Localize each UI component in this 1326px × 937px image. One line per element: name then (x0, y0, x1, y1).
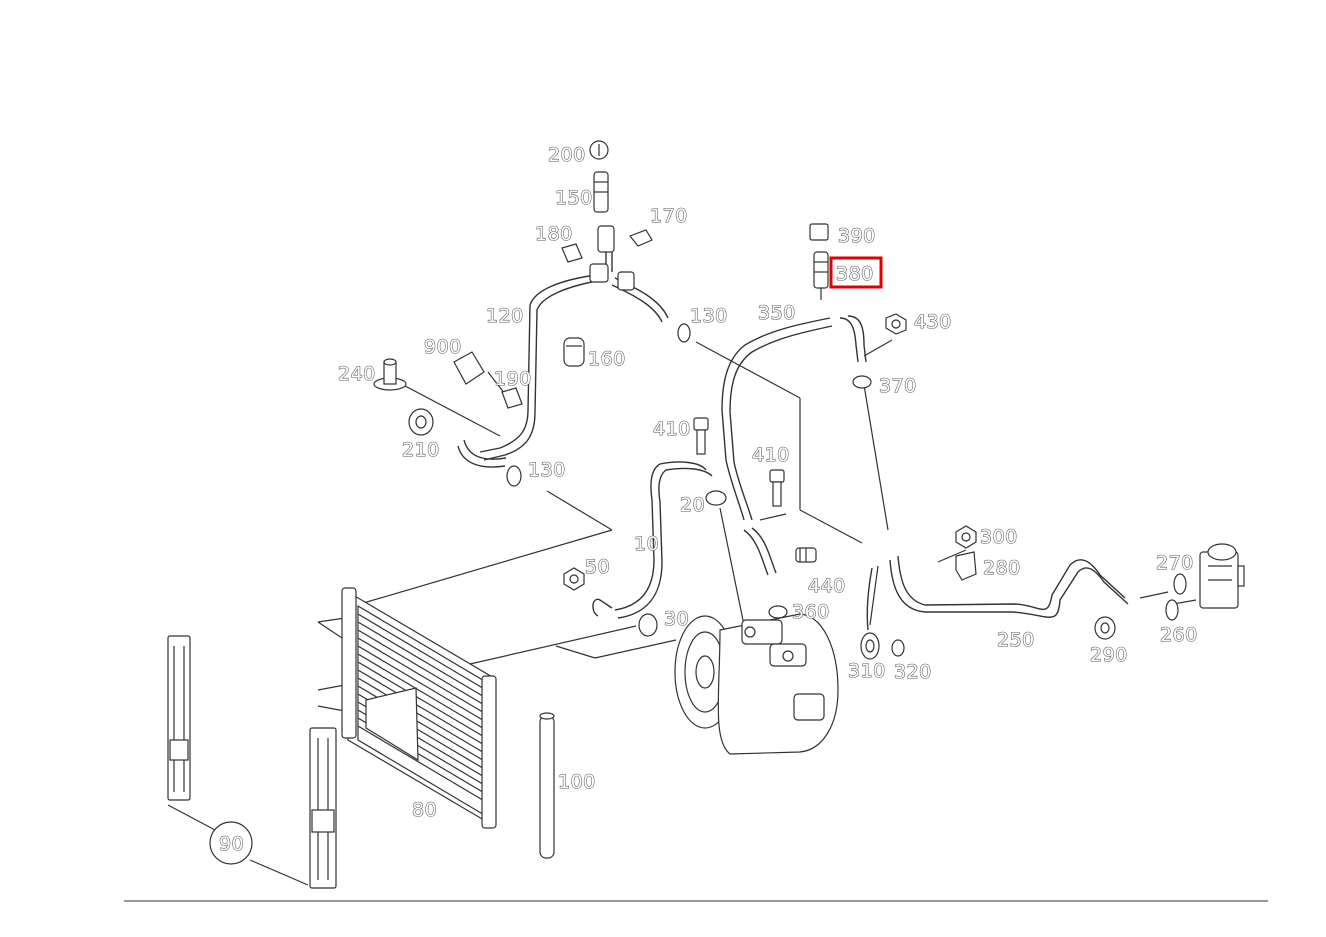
label-270: 270 (1156, 552, 1194, 574)
label-290: 290 (1090, 644, 1128, 666)
part-130-oring-left (506, 465, 522, 487)
part-320-oring (891, 639, 905, 657)
part-370-oring (852, 375, 872, 389)
part-210-grommet (408, 408, 434, 436)
label-320: 320 (894, 661, 932, 683)
label-360: 360 (792, 601, 830, 623)
label-50: 50 (585, 556, 610, 578)
label-20: 20 (680, 494, 705, 516)
part-180-clip (561, 243, 583, 263)
label-370: 370 (879, 375, 917, 397)
label-100: 100 (558, 771, 596, 793)
part-90-bracket-right (309, 727, 337, 889)
label-80: 80 (412, 799, 437, 821)
part-300-nut (955, 525, 977, 549)
label-300: 300 (980, 526, 1018, 548)
label-310: 310 (848, 660, 886, 682)
label-160: 160 (588, 348, 626, 370)
part-410-bolt-a (693, 417, 709, 455)
label-390: 390 (838, 225, 876, 247)
part-20-oring (705, 490, 727, 506)
part-310-grommet (860, 632, 880, 660)
label-240: 240 (338, 363, 376, 385)
label-410-a: 410 (653, 418, 691, 440)
parts (167, 140, 1245, 889)
label-30: 30 (664, 608, 689, 630)
part-90-callout-circle (209, 821, 253, 865)
part-280-bracket (955, 551, 977, 581)
part-440-screw (795, 547, 817, 563)
part-260-oring (1165, 599, 1179, 621)
refrigerant-hoses (457, 250, 1129, 631)
label-210: 210 (402, 439, 440, 461)
part-380-sensor (813, 251, 829, 300)
part-270-oring (1173, 573, 1187, 595)
part-170-clip (629, 229, 653, 247)
leader-lines (167, 339, 1197, 886)
part-50-nut (563, 567, 585, 591)
ac-compressor (674, 613, 839, 755)
label-260: 260 (1160, 624, 1198, 646)
label-10: 10 (634, 533, 659, 555)
label-900: 900 (424, 336, 462, 358)
label-440: 440 (808, 575, 846, 597)
part-190-clip (501, 387, 523, 409)
part-430-nut (885, 313, 907, 335)
label-120: 120 (486, 305, 524, 327)
label-380: 380 (836, 263, 874, 285)
part-30-oring (638, 613, 658, 637)
part-160-sleeve (563, 337, 585, 367)
part-410-bolt-b (769, 469, 785, 507)
part-240-plug (373, 358, 407, 391)
part-labels: 200 150 170 180 390 380 120 130 350 430 … (218, 143, 1198, 855)
part-150-valve (593, 171, 609, 213)
part-200-cap (589, 140, 609, 160)
label-350: 350 (758, 302, 796, 324)
part-290-grommet (1094, 616, 1116, 640)
highlight-box-380 (829, 256, 883, 289)
label-130-top: 130 (690, 305, 728, 327)
label-180: 180 (535, 223, 573, 245)
label-190: 190 (494, 368, 532, 390)
label-130-left: 130 (528, 459, 566, 481)
condenser (341, 587, 497, 829)
label-280: 280 (983, 557, 1021, 579)
part-90-bracket-left (167, 635, 191, 801)
label-170: 170 (650, 205, 688, 227)
part-130-oring-top (677, 323, 691, 343)
label-200: 200 (548, 144, 586, 166)
part-900-label (453, 351, 485, 385)
label-430: 430 (914, 311, 952, 333)
part-390-cap (809, 223, 829, 241)
expansion-valve (1199, 543, 1245, 609)
label-150: 150 (555, 187, 593, 209)
label-410-b: 410 (752, 444, 790, 466)
part-100-dryer (539, 712, 555, 859)
label-90: 90 (219, 833, 244, 855)
part-360-oring (768, 605, 788, 619)
label-250: 250 (997, 629, 1035, 651)
